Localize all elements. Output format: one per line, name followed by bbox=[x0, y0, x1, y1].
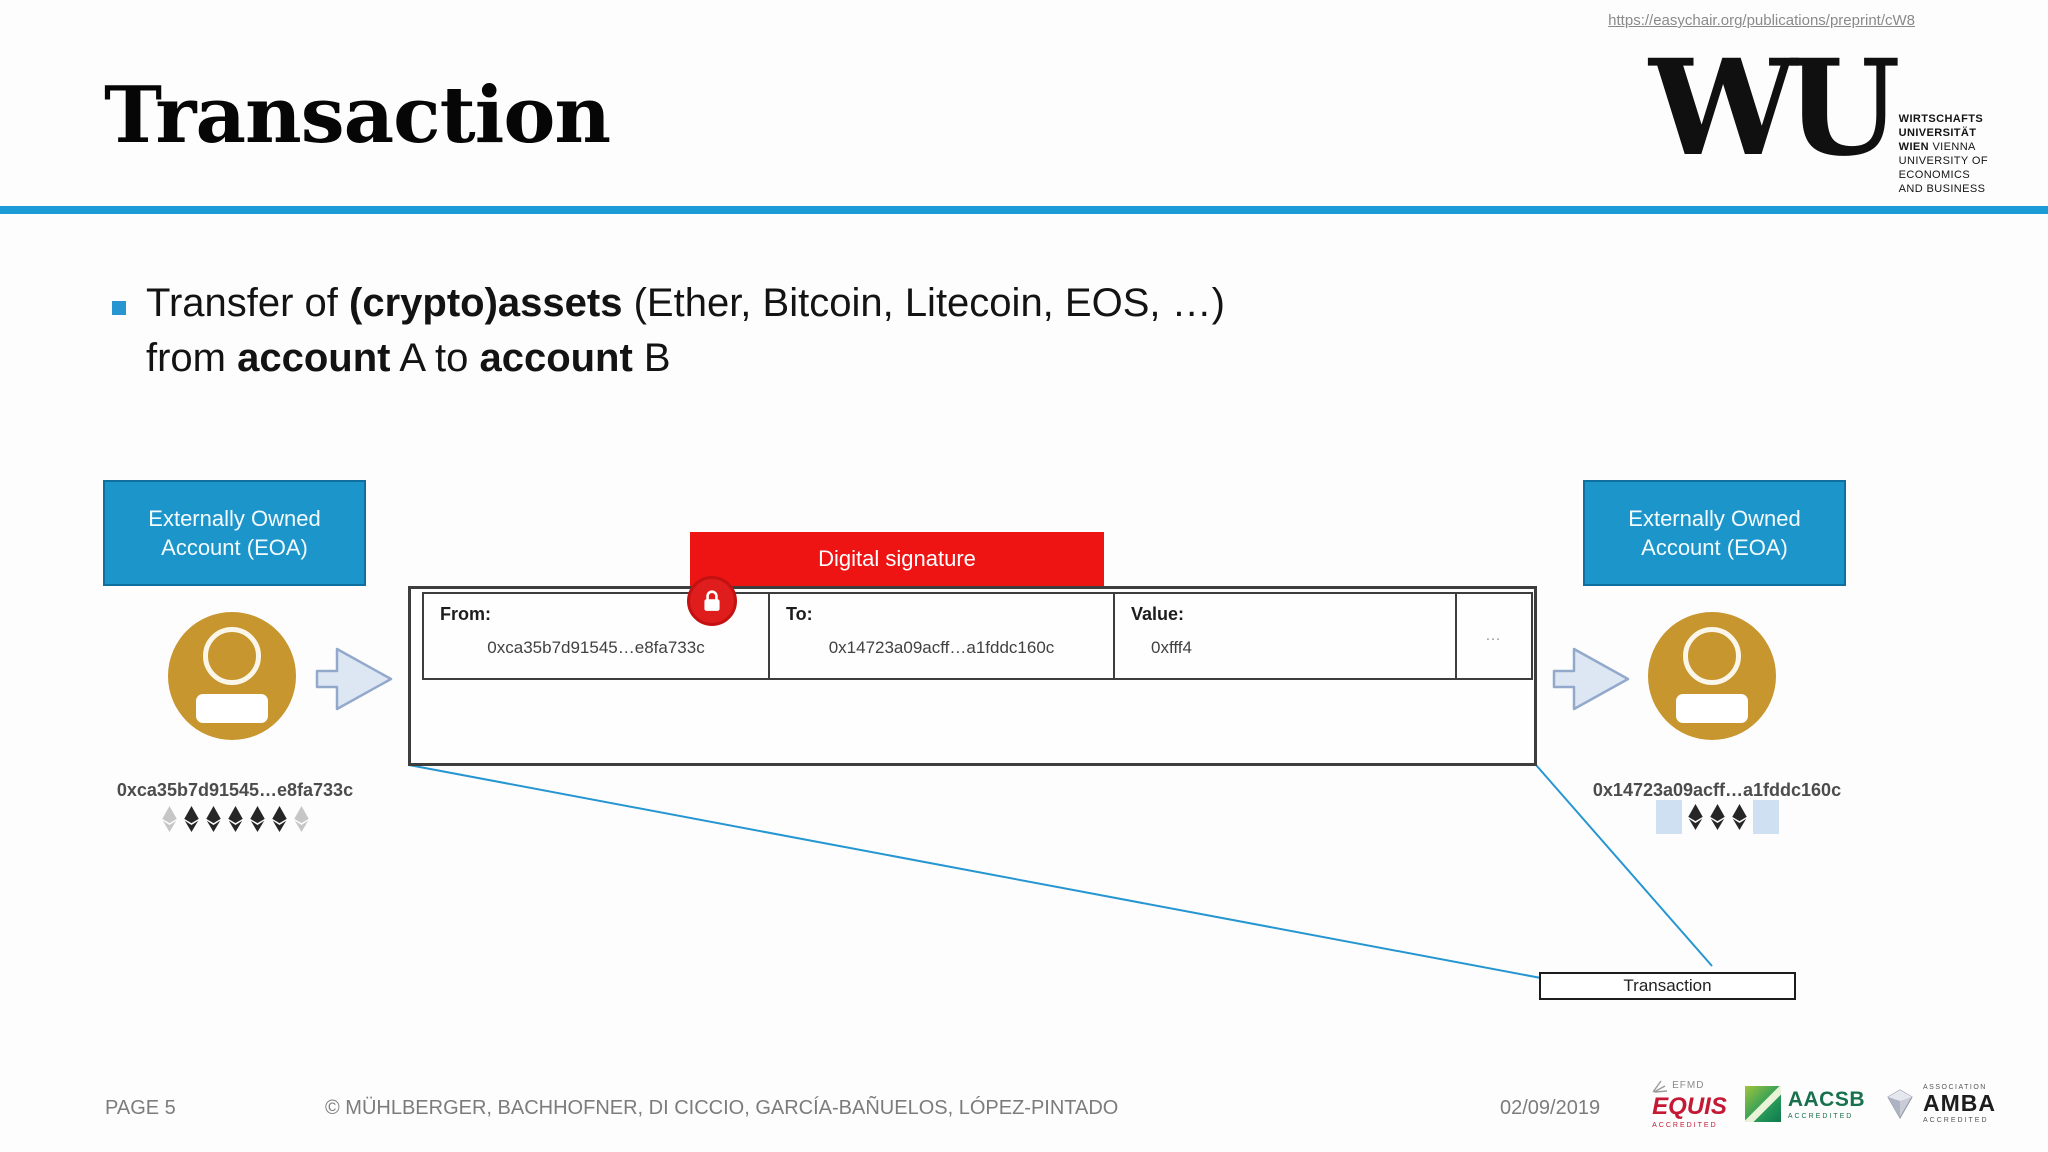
ethereum-icon bbox=[227, 806, 244, 832]
amba-logo: ASSOCIATION AMBA ACCREDITED bbox=[1883, 1084, 1996, 1124]
wu-monogram: WU bbox=[1649, 31, 1900, 186]
ethereum-icon bbox=[271, 806, 288, 832]
eoa-label: Externally Owned bbox=[148, 506, 321, 531]
copyright-text: © MÜHLBERGER, BACHHOFNER, DI CICCIO, GAR… bbox=[325, 1097, 1119, 1119]
sender-avatar bbox=[168, 612, 296, 740]
amba-text: AMBA bbox=[1923, 1090, 1996, 1116]
ethereum-icon bbox=[1687, 804, 1704, 830]
bullet-text: Transfer of (crypto)assets (Ether, Bitco… bbox=[146, 281, 1225, 380]
flow-arrow-icon bbox=[315, 647, 393, 711]
equis-text: EQUIS bbox=[1652, 1093, 1727, 1120]
amba-association-text: ASSOCIATION bbox=[1923, 1084, 1987, 1091]
aacsb-accredited-text: ACCREDITED bbox=[1787, 1112, 1854, 1120]
digital-signature-banner: Digital signature bbox=[690, 532, 1104, 586]
amba-diamond-icon bbox=[1887, 1089, 1913, 1119]
receiver-address: 0x14723a09acff…a1fddc160c bbox=[1592, 780, 1842, 800]
receiver-avatar bbox=[1648, 612, 1776, 740]
ethereum-icon bbox=[161, 806, 178, 832]
equis-mark-icon bbox=[1652, 1080, 1668, 1093]
transaction-table: From: 0xca35b7d91545…e8fa733c To: 0x1472… bbox=[408, 586, 1537, 766]
transaction-table-header: From: 0xca35b7d91545…e8fa733c To: 0x1472… bbox=[422, 592, 1533, 680]
equis-efmd-text: EFMD bbox=[1672, 1080, 1705, 1091]
receiver-eoa-box: Externally Owned Account (EOA) bbox=[1583, 480, 1846, 586]
bullet-marker bbox=[112, 301, 126, 315]
avatar-head-icon bbox=[1683, 627, 1741, 685]
transaction-callout-label: Transaction bbox=[1539, 972, 1796, 1000]
avatar-torso-icon bbox=[196, 694, 268, 723]
logo-line: UNIVERSITÄT bbox=[1898, 127, 1977, 139]
logo-line: ECONOMICS bbox=[1898, 169, 1971, 181]
aacsb-text: AACSB bbox=[1787, 1087, 1865, 1111]
logo-line: AND BUSINESS bbox=[1898, 183, 1986, 195]
equis-accredited-text: ACCREDITED bbox=[1652, 1122, 1718, 1129]
accreditation-logos: EFMD EQUIS ACCREDITED AACSB ACCREDITED A… bbox=[1652, 1068, 1996, 1140]
cell-label: To: bbox=[786, 604, 813, 624]
table-cell-more: … bbox=[1455, 592, 1533, 680]
receiver-eth-icons bbox=[1575, 800, 1859, 834]
logo-line: UNIVERSITY OF bbox=[1898, 155, 1988, 167]
ethereum-icon bbox=[249, 806, 266, 832]
lock-icon bbox=[687, 576, 737, 626]
avatar-head-icon bbox=[203, 627, 261, 685]
equis-logo: EFMD EQUIS ACCREDITED bbox=[1652, 1079, 1727, 1130]
ethereum-icon bbox=[205, 806, 222, 832]
page-number: PAGE 5 bbox=[105, 1097, 176, 1119]
ethereum-icon bbox=[1731, 804, 1748, 830]
cell-value: 0xca35b7d91545…e8fa733c bbox=[487, 638, 705, 657]
slide-date: 02/09/2019 bbox=[1500, 1097, 1601, 1119]
wu-logo-text: WIRTSCHAFTS UNIVERSITÄT WIEN VIENNA UNIV… bbox=[1899, 112, 1988, 196]
sender-eoa-box: Externally Owned Account (EOA) bbox=[103, 480, 366, 586]
wu-university-logo: WU WIRTSCHAFTS UNIVERSITÄT WIEN VIENNA U… bbox=[1649, 31, 1988, 196]
ethereum-icon bbox=[1709, 804, 1726, 830]
table-cell-to: To: 0x14723a09acff…a1fddc160c bbox=[768, 592, 1115, 680]
aacsb-square-icon bbox=[1744, 1086, 1781, 1122]
table-cell-value: Value: 0xfff4 bbox=[1113, 592, 1457, 680]
page-title: Transaction bbox=[104, 70, 611, 161]
eoa-label: Account (EOA) bbox=[1641, 535, 1788, 560]
sender-address: 0xca35b7d91545…e8fa733c bbox=[116, 780, 354, 800]
cell-label: Value: bbox=[1131, 604, 1185, 624]
ellipsis-text: … bbox=[1485, 627, 1503, 644]
avatar-torso-icon bbox=[1676, 694, 1748, 723]
cell-value: 0xfff4 bbox=[1151, 638, 1192, 657]
aacsb-logo: AACSB ACCREDITED bbox=[1744, 1086, 1865, 1122]
sender-eth-icons bbox=[95, 806, 375, 832]
cell-value: 0x14723a09acff…a1fddc160c bbox=[828, 638, 1055, 657]
header-accent-rule bbox=[0, 206, 2048, 214]
logo-line: WIRTSCHAFTS bbox=[1898, 113, 1984, 125]
eoa-label: Account (EOA) bbox=[161, 535, 308, 560]
ethereum-icon bbox=[293, 806, 310, 832]
highlight-square bbox=[1655, 800, 1682, 834]
flow-arrow-icon bbox=[1552, 647, 1630, 711]
cell-label: From: bbox=[440, 604, 491, 624]
preprint-url-link[interactable]: https://easychair.org/publications/prepr… bbox=[1608, 12, 1915, 29]
ethereum-icon bbox=[183, 806, 200, 832]
eoa-label: Externally Owned bbox=[1628, 506, 1801, 531]
logo-line: WIEN VIENNA bbox=[1898, 141, 1976, 153]
highlight-square bbox=[1752, 800, 1779, 834]
amba-accredited-text: ACCREDITED bbox=[1923, 1117, 1989, 1124]
